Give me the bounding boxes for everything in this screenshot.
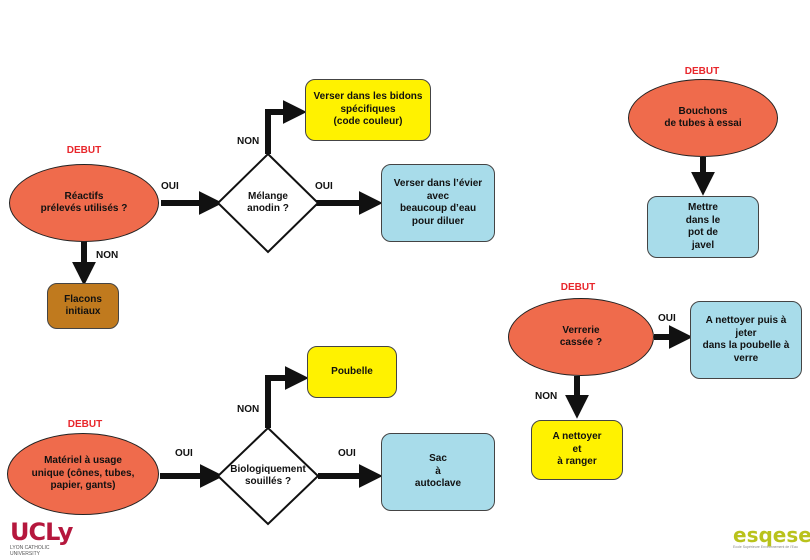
ucly-logo-mark: UCLy <box>10 518 73 546</box>
oui-label-4: OUI <box>658 313 676 324</box>
box-evier: Verser dans l’évier avec beaucoup d’eau … <box>381 164 495 242</box>
ucly-logo-subtitle: LYON CATHOLIC UNIVERSITY <box>10 545 50 557</box>
decision-biologique-label: Biologiquement souillés ? <box>230 463 306 488</box>
oui-label-1b: OUI <box>315 181 333 192</box>
arrow-decision1-to-bidons <box>265 100 307 154</box>
non-label-1b: NON <box>237 136 260 147</box>
decision-melange-diamond <box>216 152 320 254</box>
ucly-logo: UCLy LYON CATHOLIC UNIVERSITY <box>10 518 73 557</box>
decision-biologique-diamond <box>216 426 320 526</box>
oui-label-2a: OUI <box>175 448 193 459</box>
debut-label-4: DEBUT <box>560 282 596 293</box>
non-label-2: NON <box>237 404 260 415</box>
start-bouchons: Bouchons de tubes à essai <box>628 79 778 157</box>
box-poubelle-verre: A nettoyer puis à jeter dans la poubelle… <box>690 301 802 379</box>
debut-label-2: DEBUT <box>67 419 103 430</box>
box-sac-autoclave: Sac à autoclave <box>381 433 495 511</box>
box-nettoyer-ranger: A nettoyer et à ranger <box>531 420 623 480</box>
oui-label-1a: OUI <box>161 181 179 192</box>
non-label-1a: NON <box>96 250 119 261</box>
box-pot-javel: Mettre dans le pot de javel <box>647 196 759 258</box>
debut-label-3: DEBUT <box>684 66 720 77</box>
start-reactifs: Réactifs prélevés utilisés ? <box>9 164 159 242</box>
start-materiel: Matériel à usage unique (cônes, tubes, p… <box>7 433 159 515</box>
non-label-4: NON <box>535 391 558 402</box>
debut-label-1: DEBUT <box>66 145 102 156</box>
start-verrerie: Verrerie cassée ? <box>508 298 654 376</box>
box-flacons-initiaux: Flacons initiaux <box>47 283 119 329</box>
esqese-logo-mark: esqese <box>733 523 810 547</box>
box-bidons-specifiques: Verser dans les bidons spécifiques (code… <box>305 79 431 141</box>
oui-label-2b: OUI <box>338 448 356 459</box>
arrow-decision2-to-poubelle <box>265 366 309 428</box>
decision-melange-label: Mélange anodin ? <box>247 190 289 215</box>
esqese-logo-subtitle: Ecole Supérieure Environnement de l'Eau <box>733 545 798 549</box>
box-poubelle: Poubelle <box>307 346 397 398</box>
esqese-logo: esqese Ecole Supérieure Environnement de… <box>733 525 810 550</box>
